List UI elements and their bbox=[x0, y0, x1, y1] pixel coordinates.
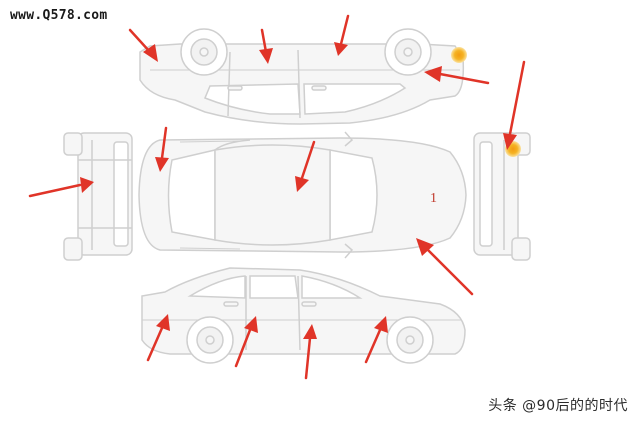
arrow-rear-view bbox=[28, 177, 94, 198]
arrow-top-rear bbox=[128, 28, 158, 62]
arrow-front-view bbox=[503, 60, 526, 150]
watermark-url: www.Q578.com bbox=[10, 8, 108, 23]
arrow-bottom-rear-door bbox=[234, 316, 258, 368]
car-rear-view bbox=[63, 132, 133, 261]
arrow-top-roof bbox=[259, 28, 273, 64]
car-front-view bbox=[473, 132, 531, 261]
damage-dot-top-front bbox=[451, 47, 467, 63]
car-side-view-bottom bbox=[141, 267, 466, 364]
damage-marker-label: 1 bbox=[430, 191, 437, 206]
arrow-top-mid bbox=[334, 14, 350, 56]
watermark-author: 头条 @90后的的时代 bbox=[488, 398, 628, 414]
car-top-view bbox=[138, 131, 467, 259]
arrow-bottom-front bbox=[364, 316, 388, 364]
arrow-bottom-front-door bbox=[303, 324, 317, 380]
arrow-top-front bbox=[424, 66, 490, 85]
arrow-top-view-roof bbox=[295, 140, 316, 192]
arrow-bottom-rear bbox=[146, 314, 170, 362]
arrow-top-view-rear bbox=[155, 126, 169, 172]
car-side-view-top bbox=[139, 28, 465, 125]
arrow-top-view-front bbox=[416, 238, 474, 296]
